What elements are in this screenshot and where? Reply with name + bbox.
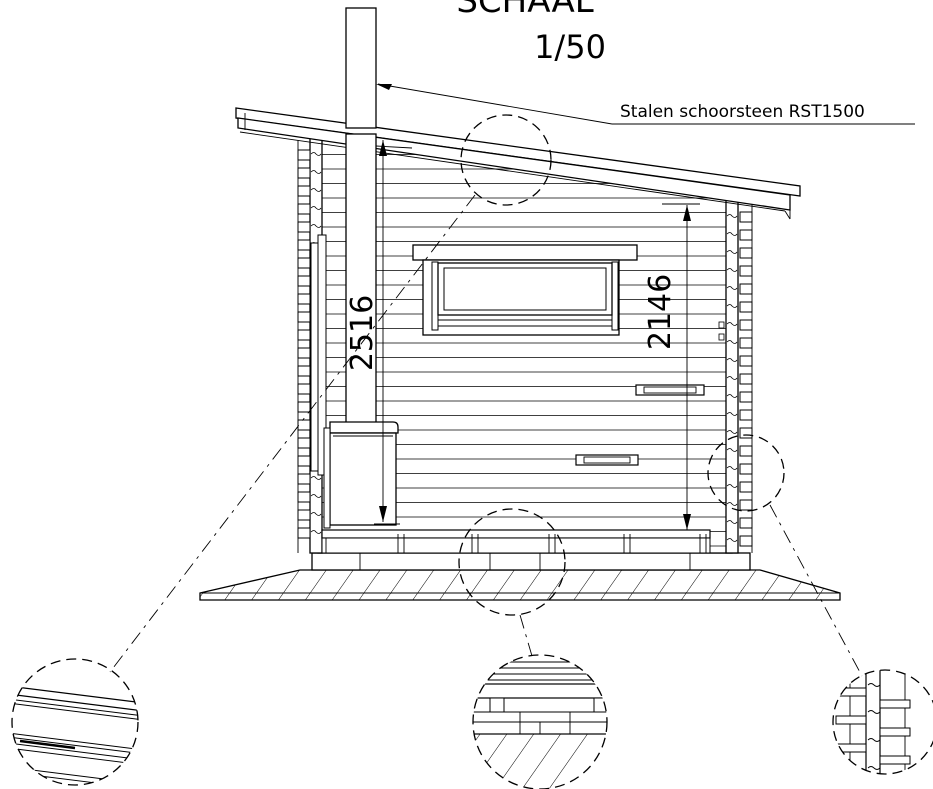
- sauna-stove: [323, 421, 399, 529]
- log-end: [739, 463, 753, 475]
- log-end: [297, 185, 311, 197]
- bench: [321, 529, 711, 554]
- log-joint: [726, 412, 738, 416]
- scale-title: SCHAAL: [456, 0, 593, 21]
- log-joint: [310, 170, 322, 174]
- log-joint: [310, 152, 322, 156]
- chimney-callout: Stalen schoorsteen RST1500: [376, 83, 915, 125]
- log-end: [297, 455, 311, 467]
- log-joint: [726, 358, 738, 362]
- detail-floor: [472, 654, 608, 789]
- log-end: [297, 149, 311, 161]
- foundation: [199, 552, 841, 601]
- log-end: [297, 509, 311, 521]
- log-end: [297, 491, 311, 503]
- log-end: [297, 527, 311, 539]
- chimney: [345, 7, 377, 425]
- log-end: [297, 437, 311, 449]
- log-joint: [310, 188, 322, 192]
- log-end: [739, 211, 753, 223]
- log-end: [739, 373, 753, 385]
- log-end: [297, 419, 311, 431]
- dimension-left-label: 2516: [345, 295, 380, 371]
- log-end: [297, 347, 311, 359]
- log-joint: [310, 494, 322, 498]
- detail-marker-wall: [707, 434, 863, 677]
- log-joint: [726, 466, 738, 470]
- log-end: [739, 499, 753, 511]
- detail-roof: [11, 658, 139, 786]
- log-joint: [726, 502, 738, 506]
- window: [412, 244, 638, 336]
- log-joint: [726, 484, 738, 488]
- log-joint: [726, 214, 738, 218]
- log-joint: [726, 394, 738, 398]
- log-end: [297, 275, 311, 287]
- log-joint: [726, 340, 738, 344]
- log-joint: [726, 268, 738, 272]
- log-joint: [310, 206, 322, 210]
- detail-marker-floor: [458, 508, 566, 657]
- log-joint: [726, 430, 738, 434]
- dimension-left: 2516: [345, 140, 413, 525]
- log-end: [739, 445, 753, 457]
- log-end: [297, 365, 311, 377]
- log-end: [297, 383, 311, 395]
- log-joint: [310, 512, 322, 516]
- log-end: [739, 283, 753, 295]
- dimension-right: 2146: [643, 203, 700, 530]
- log-end: [739, 337, 753, 349]
- log-joint: [726, 376, 738, 380]
- log-end: [739, 517, 753, 529]
- log-joint: [726, 520, 738, 524]
- log-end: [297, 239, 311, 251]
- log-end: [739, 319, 753, 331]
- log-end: [739, 355, 753, 367]
- log-end: [297, 401, 311, 413]
- wall-fixings: [718, 321, 725, 341]
- log-end: [739, 481, 753, 493]
- log-end: [297, 221, 311, 233]
- scale-value: 1/50: [534, 28, 606, 66]
- log-end: [739, 265, 753, 277]
- log-end: [739, 247, 753, 259]
- log-end: [739, 391, 753, 403]
- log-end: [739, 535, 753, 547]
- log-joint: [726, 286, 738, 290]
- log-end: [297, 311, 311, 323]
- log-joint: [726, 304, 738, 308]
- log-end: [739, 427, 753, 439]
- detail-wall: [832, 669, 933, 775]
- dimension-right-label: 2146: [643, 274, 678, 350]
- log-joint: [310, 476, 322, 480]
- log-joint: [726, 250, 738, 254]
- log-joint: [726, 448, 738, 452]
- log-end: [297, 329, 311, 341]
- chimney-callout-label: Stalen schoorsteen RST1500: [620, 102, 865, 122]
- log-joint: [726, 322, 738, 326]
- vent-upper: [635, 384, 705, 396]
- log-end: [297, 203, 311, 215]
- log-end: [739, 229, 753, 241]
- right-log-wall: [725, 182, 753, 554]
- log-joint: [310, 224, 322, 228]
- log-joint: [726, 232, 738, 236]
- log-joint: [310, 530, 322, 534]
- detail-marker-roof: [109, 114, 552, 673]
- log-end: [297, 167, 311, 179]
- log-end: [297, 473, 311, 485]
- door-frame: [310, 234, 327, 476]
- log-end: [739, 409, 753, 421]
- log-end: [297, 257, 311, 269]
- log-end: [297, 293, 311, 305]
- log-end: [739, 301, 753, 313]
- vent-lower: [575, 454, 639, 466]
- log-joint: [726, 538, 738, 542]
